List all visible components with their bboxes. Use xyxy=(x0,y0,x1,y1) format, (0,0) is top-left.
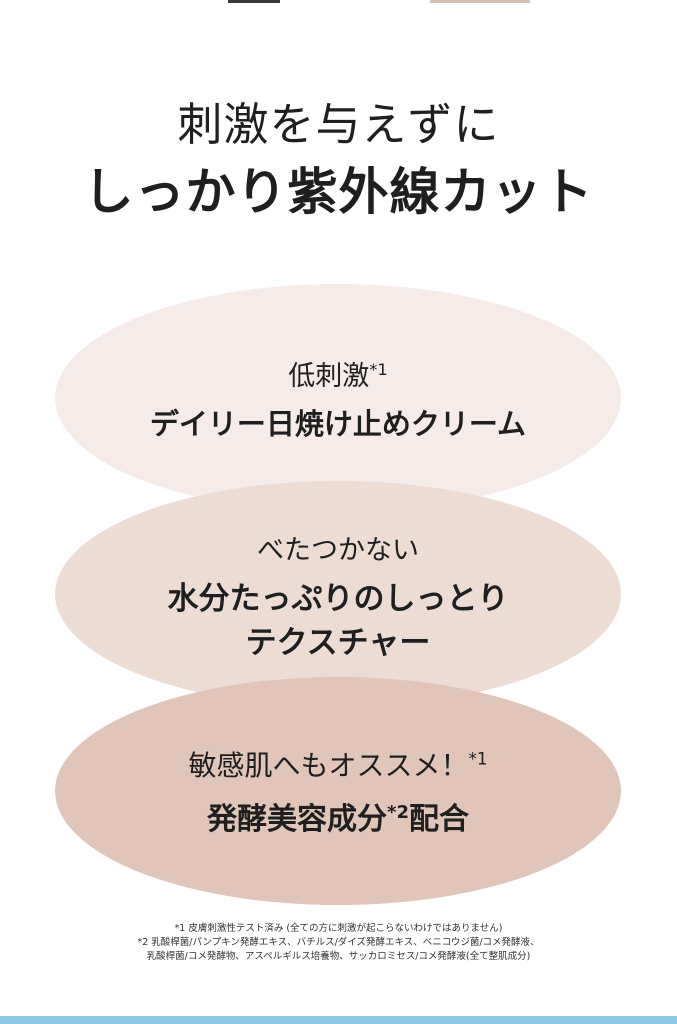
feature-2-sub: べたつかない xyxy=(257,534,419,566)
footnote-1: *1 皮膚刺激性テスト済み (全ての方に刺激が起こらないわけではありません) xyxy=(174,923,503,934)
feature-2-main-line-1: 水分たっぷりのしっとり xyxy=(167,580,509,617)
footnotes: *1 皮膚刺激性テスト済み (全ての方に刺激が起こらないわけではありません) *… xyxy=(0,922,677,964)
top-strip-warm xyxy=(430,0,530,3)
feature-2-main-line-2: テクスチャー xyxy=(245,624,431,661)
heading-line-2: しっかり紫外線カット xyxy=(83,163,594,221)
feature-3-main-b: 配合 xyxy=(408,802,469,837)
footnote-3: 乳酸桿菌/コメ発酵物、アスペルギルス培養物、サッカロミセス/コメ発酵液(全て整肌… xyxy=(146,951,531,962)
feature-1-main: デイリー日焼け止めクリーム xyxy=(149,406,527,441)
feature-low-irritation: 低刺激*1 デイリー日焼け止めクリーム xyxy=(55,284,621,512)
feature-1-sub-text: 低刺激 xyxy=(288,360,370,392)
feature-moist-texture: べたつかない 水分たっぷりのしっとり テクスチャー xyxy=(55,481,621,707)
feature-3-sub-note: *1 xyxy=(468,748,488,769)
feature-3-main-note: *2 xyxy=(387,802,409,823)
feature-1-sub: 低刺激*1 xyxy=(288,354,387,393)
feature-1-sub-note: *1 xyxy=(369,359,388,379)
feature-sensitive-skin: 敏感肌へもオススメ！*1 発酵美容成分*2配合 xyxy=(55,677,621,905)
heading-line-1: 刺激を与えずに xyxy=(177,98,500,151)
feature-3-sub: 敏感肌へもオススメ！*1 xyxy=(188,744,487,784)
feature-3-main-a: 発酵美容成分 xyxy=(207,802,388,837)
feature-3-sub-text: 敏感肌へもオススメ！ xyxy=(188,749,469,782)
feature-3-main: 発酵美容成分*2配合 xyxy=(207,794,469,838)
top-image-edge xyxy=(0,0,677,3)
top-strip-dark xyxy=(228,0,280,3)
footnote-2: *2 乳酸桿菌/パンプキン発酵エキス、バチルス/ダイズ発酵エキス、ベニコウジ菌/… xyxy=(137,937,540,948)
bottom-accent-bar xyxy=(0,1016,677,1024)
